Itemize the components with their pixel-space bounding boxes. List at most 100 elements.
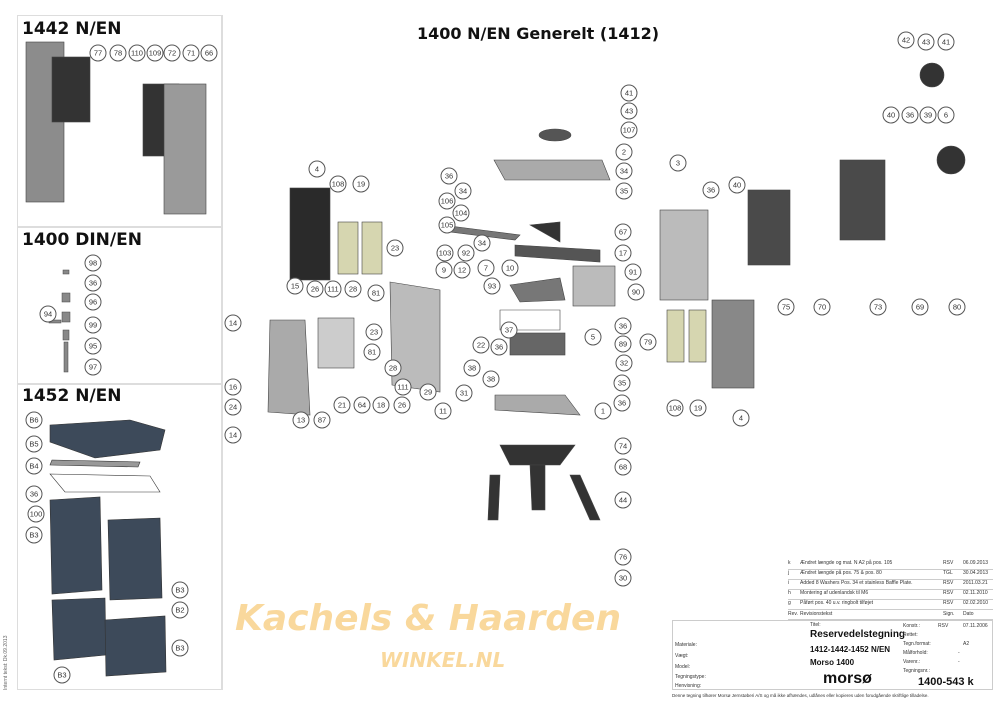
callout-38: 38 [482,370,500,388]
callout-90: 90 [627,283,645,301]
callout-10: 10 [501,259,519,277]
callout-75: 75 [777,298,795,316]
label-vaegt: Vægt: [675,653,689,659]
konstr-date: 07.11.2006 [963,623,988,629]
morso-logo: morsø [823,670,872,687]
callout-111: 111 [324,280,342,298]
callout-9: 9 [435,261,453,279]
callout-B3: B3 [53,666,71,684]
revision-date: 06.09.2013 [963,560,989,566]
callout-19: 19 [689,399,707,417]
callout-7: 7 [477,259,495,277]
revision-rev: i [788,580,790,586]
revision-text: Ændret længde på pos. 75 & pos. 80 [800,570,882,576]
callout-34: 34 [473,234,491,252]
callout-4: 4 [308,160,326,178]
callout-29: 29 [419,383,437,401]
label-titel: Titel: [810,622,821,628]
heading-1452: 1452 N/EN [22,386,122,406]
callout-17: 17 [614,244,632,262]
callout-41: 41 [937,33,955,51]
part-1400-din [48,269,71,373]
revision-sign: RSV [943,600,954,606]
revision-text: Montering af udenlandsk til M6 [800,590,869,596]
label-scale: Målforhold: [903,650,928,656]
revision-sign: TGL [943,570,953,576]
konstr-sign: RSV [938,623,949,629]
callout-24: 24 [224,398,242,416]
label-tegnnr: Tegningsnr.: [903,668,930,674]
callout-64: 64 [353,396,371,414]
callout-74: 74 [614,437,632,455]
callout-40: 40 [728,176,746,194]
callout-43: 43 [620,102,638,120]
revision-rev: h [788,590,791,596]
callout-30: 30 [614,569,632,587]
part-main [267,62,966,521]
callout-94: 94 [39,305,57,323]
callout-21: 21 [333,396,351,414]
revision-rev: g [788,600,791,606]
callout-104: 104 [452,204,470,222]
callout-12: 12 [453,261,471,279]
callout-81: 81 [363,343,381,361]
drawing-title: Reservedelstegning [810,629,906,640]
revision-text: Påført pos. 40 u.v. ringbolt tilføjet [800,600,873,606]
callout-32: 32 [615,354,633,372]
callout-36: 36 [25,485,43,503]
callout-40: 40 [882,106,900,124]
callout-36: 36 [490,338,508,356]
callout-B3: B3 [171,639,189,657]
callout-107: 107 [620,121,638,139]
panel-1400-din [17,227,222,384]
callout-73: 73 [869,298,887,316]
callout-109: 109 [146,44,164,62]
watermark-line2: WINKEL.NL [380,648,506,672]
callout-79: 79 [639,333,657,351]
callout-28: 28 [384,359,402,377]
callout-77: 77 [89,44,107,62]
callout-108: 108 [666,399,684,417]
callout-4: 4 [732,409,750,427]
callout-36: 36 [702,181,720,199]
callout-B2: B2 [171,601,189,619]
callout-87: 87 [313,411,331,429]
watermark-line1: Kachels & Haarden [235,598,622,639]
drawing-number: 1400-543 k [918,676,974,688]
callout-106: 106 [438,192,456,210]
callout-93: 93 [483,277,501,295]
callout-16: 16 [224,378,242,396]
callout-36: 36 [440,167,458,185]
callout-18: 18 [372,396,390,414]
callout-39: 39 [919,106,937,124]
callout-76: 76 [614,548,632,566]
heading-1442: 1442 N/EN [22,19,122,39]
part-1442-back [25,41,207,215]
label-rettet: Rettet: [903,632,918,638]
scale-value: - [958,650,960,656]
revision-rev: j [788,570,790,576]
revision-date: 2011.03.21 [963,580,988,586]
callout-14: 14 [224,426,242,444]
label-format: Tegn.format: [903,641,931,647]
callout-B3: B3 [171,581,189,599]
callout-36: 36 [901,106,919,124]
callout-1: 1 [594,402,612,420]
callout-B6: B6 [25,411,43,429]
revision-date: 02.11.2010 [963,590,988,596]
callout-38: 38 [463,359,481,377]
callout-3: 3 [669,154,687,172]
callout-B5: B5 [25,435,43,453]
callout-13: 13 [292,411,310,429]
callout-23: 23 [386,239,404,257]
rev-header-text: Revisionstekst [800,611,833,617]
panel-1452 [17,384,222,690]
callout-B3: B3 [25,526,43,544]
varenr-value: - [958,659,960,665]
callout-68: 68 [614,458,632,476]
callout-96: 96 [84,293,102,311]
heading-1400-din: 1400 DIN/EN [22,230,142,250]
label-materiale: Materiale: [675,642,697,648]
callout-81: 81 [367,284,385,302]
